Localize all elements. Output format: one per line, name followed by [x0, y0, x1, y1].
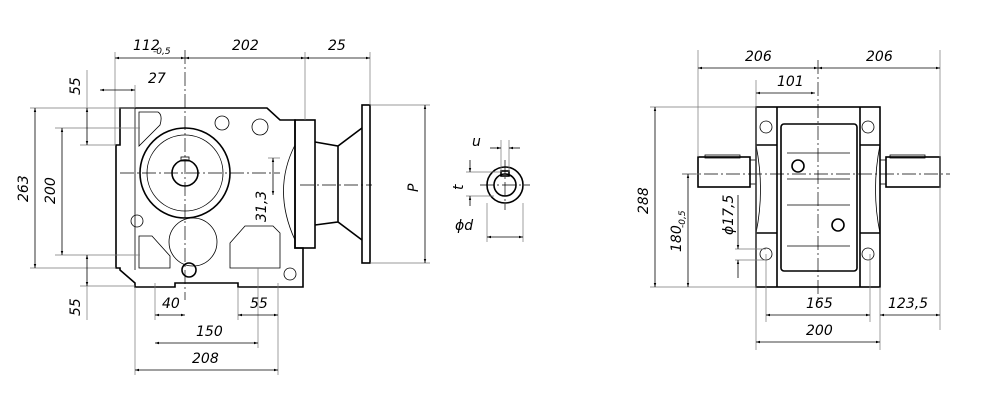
dim-165: 165 — [806, 296, 833, 312]
dim-25: 25 — [328, 38, 346, 54]
dim-27: 27 — [148, 71, 166, 87]
dim-180: 180 — [669, 225, 685, 252]
dim-55-base: 55 — [250, 296, 268, 312]
dim-p: P — [406, 183, 422, 192]
dim-180-tolerance: -0,5 — [678, 210, 688, 228]
dim-208: 208 — [192, 351, 219, 367]
dim-112: 112 — [133, 38, 160, 54]
dim-202: 202 — [232, 38, 259, 54]
dim-112-tolerance: -0,5 — [153, 47, 171, 57]
dim-101: 101 — [777, 74, 804, 90]
dim-200: 200 — [43, 177, 59, 204]
dim-17-5: ϕ17,5 — [721, 195, 737, 236]
dim-55-bottom: 55 — [68, 298, 84, 316]
dim-40: 40 — [162, 296, 180, 312]
shaft-section: u t ϕd — [451, 134, 530, 242]
input-shaft-left — [697, 156, 751, 188]
dim-31-3: 31,3 — [254, 191, 270, 222]
output-flange — [361, 104, 371, 264]
dim-288: 288 — [636, 187, 652, 214]
output-cone — [314, 127, 363, 241]
dim-55-top: 55 — [68, 77, 84, 95]
dim-200-side: 200 — [806, 323, 833, 339]
dim-206-right: 206 — [866, 49, 893, 65]
dim-150: 150 — [196, 324, 223, 340]
front-view: 112 -0,5 202 25 27 55 263 200 55 31,3 40… — [16, 38, 430, 375]
dim-d: ϕd — [455, 218, 473, 234]
side-view: 206 206 101 288 180 -0,5 ϕ17,5 165 123,5… — [636, 49, 950, 350]
dim-206-left: 206 — [745, 49, 772, 65]
dim-t: t — [451, 184, 467, 190]
dim-u: u — [472, 134, 481, 150]
dim-123-5: 123,5 — [888, 296, 928, 312]
dim-263: 263 — [16, 175, 32, 202]
input-shaft-right — [885, 156, 941, 188]
